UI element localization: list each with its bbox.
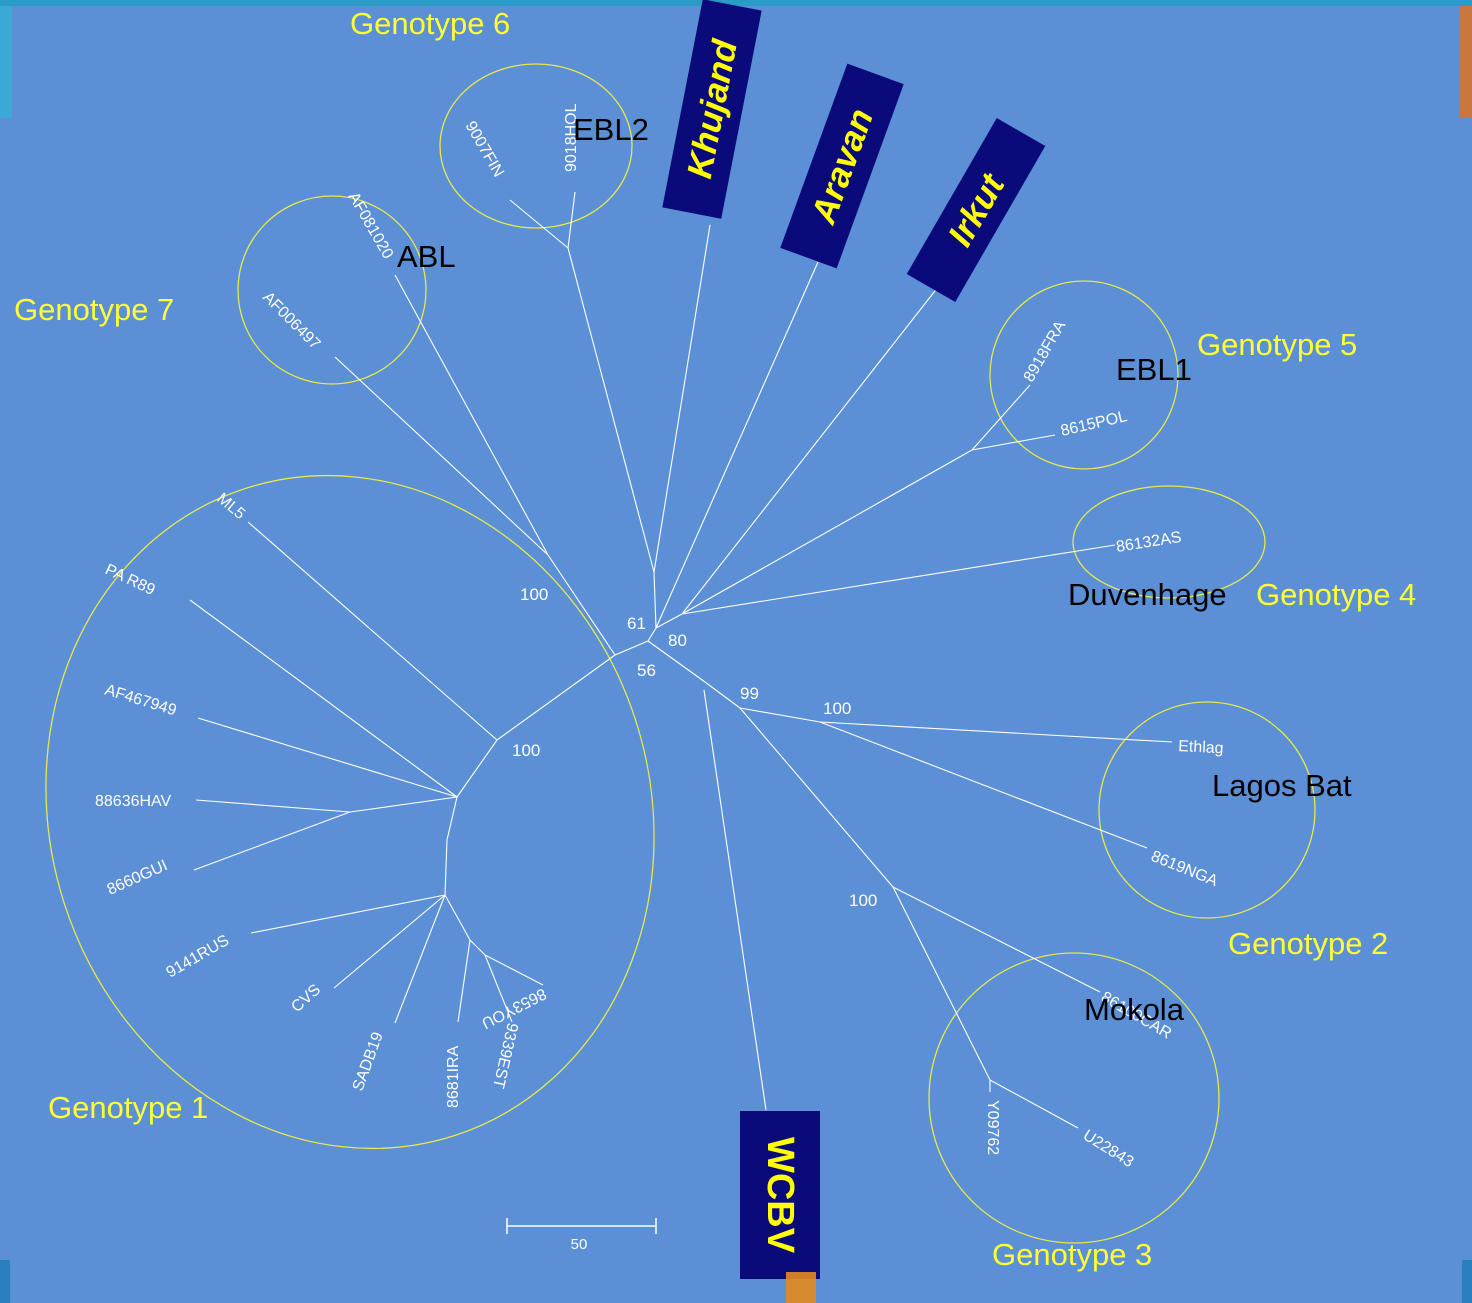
- tree-branches: [189, 191, 1173, 1129]
- bootstrap-value: 100: [520, 585, 548, 604]
- highlight-box-irkut: Irkut: [906, 118, 1046, 302]
- group-name-lagos-bat: Lagos Bat: [1212, 768, 1352, 803]
- clade-ellipse-genotype-4: [1072, 485, 1266, 599]
- leaf-label: AF006497: [259, 289, 323, 353]
- group-name-abl: ABL: [397, 239, 456, 274]
- group-name-mokola: Mokola: [1084, 992, 1185, 1027]
- genotype-label-2: Genotype 2: [1228, 926, 1388, 961]
- box-label: WCBV: [759, 1137, 801, 1254]
- leaf-label: ML5: [213, 490, 248, 523]
- genotype-labels: Genotype 1 Genotype 2 Genotype 3 Genotyp…: [14, 6, 1416, 1272]
- box-background: [780, 63, 904, 269]
- leaf-label: Y09762: [984, 1100, 1001, 1155]
- box-background: [740, 1111, 820, 1279]
- bootstrap-value: 56: [637, 661, 656, 680]
- genotype-label-6: Genotype 6: [350, 6, 510, 41]
- bootstrap-value: 100: [849, 891, 877, 910]
- wcbv-box-shadow-edge: [786, 1272, 816, 1303]
- clade-ellipse-genotype-2: [1098, 701, 1316, 919]
- leaf-label: 8918FRA: [1021, 318, 1070, 385]
- bootstrap-value: 99: [740, 684, 759, 703]
- bottom-left-edge: [0, 1260, 10, 1303]
- right-banner-edge: [1460, 6, 1472, 118]
- clade-ellipse-genotype-5: [989, 280, 1179, 470]
- leaf-label: AF467949: [103, 682, 179, 720]
- leaf-label: 8681IRA: [445, 1045, 462, 1108]
- clade-ellipses: [45, 63, 1316, 1244]
- clade-ellipse-genotype-7: [237, 195, 427, 385]
- bootstrap-values: 100 100 61 80 56 99 100 100: [512, 585, 877, 910]
- group-name-ebl2: EBL2: [573, 112, 649, 147]
- highlight-box-wcbv: WCBV: [740, 1111, 820, 1279]
- leaf-label: 9007FIN: [462, 119, 507, 181]
- clade-ellipse-genotype-3: [928, 952, 1220, 1244]
- genotype-label-5: Genotype 5: [1197, 327, 1357, 362]
- leaf-label: SADB19: [350, 1030, 387, 1094]
- leaf-label: AF081020: [345, 190, 397, 263]
- leaf-label: 88636HAV: [95, 793, 172, 810]
- leaf-label: 8615POL: [1059, 408, 1129, 440]
- leaf-labels: ML5 PA R89 AF467949 88636HAV 8660GUI 914…: [95, 103, 1224, 1171]
- group-name-ebl1: EBL1: [1116, 352, 1192, 387]
- clade-ellipse-genotype-6: [439, 63, 633, 229]
- genotype-label-1: Genotype 1: [48, 1090, 208, 1125]
- genotype-label-3: Genotype 3: [992, 1237, 1152, 1272]
- clade-ellipse-genotype-1: [45, 474, 655, 1150]
- leaf-label: Ethlag: [1178, 738, 1224, 757]
- left-banner-edge: [0, 6, 12, 118]
- bottom-right-edge: [1462, 1260, 1472, 1303]
- genotype-label-7: Genotype 7: [14, 292, 174, 327]
- box-background: [662, 0, 762, 219]
- scale-bar: [506, 1218, 657, 1234]
- leaf-label: 9141RUS: [164, 932, 233, 981]
- bootstrap-value: 80: [668, 631, 687, 650]
- leaf-label: U22843: [1080, 1127, 1137, 1171]
- top-banner-strip: [0, 0, 1472, 6]
- bootstrap-value: 61: [627, 614, 646, 633]
- bootstrap-value: 100: [512, 741, 540, 760]
- leaf-label: 8660GUI: [105, 857, 170, 899]
- highlight-box-khujand: Khujand: [662, 0, 762, 219]
- scale-bar-label: 50: [571, 1236, 588, 1253]
- group-names: ABL EBL1 EBL2 Duvenhage Lagos Bat Mokola: [397, 112, 1352, 1027]
- leaf-label: PA R89: [102, 561, 157, 599]
- leaf-label: 9018HOL: [563, 103, 580, 172]
- highlight-box-aravan: Aravan: [780, 63, 904, 269]
- box-background: [906, 118, 1046, 302]
- group-name-duvenhage: Duvenhage: [1068, 577, 1227, 612]
- leaf-label: 8619NGA: [1149, 848, 1221, 890]
- leaf-label: 86132AS: [1115, 529, 1183, 556]
- genotype-label-4: Genotype 4: [1256, 577, 1416, 612]
- leaf-label: CVS: [288, 981, 324, 1016]
- bootstrap-value: 100: [823, 699, 851, 718]
- leaf-label: 9339EST: [489, 1021, 521, 1090]
